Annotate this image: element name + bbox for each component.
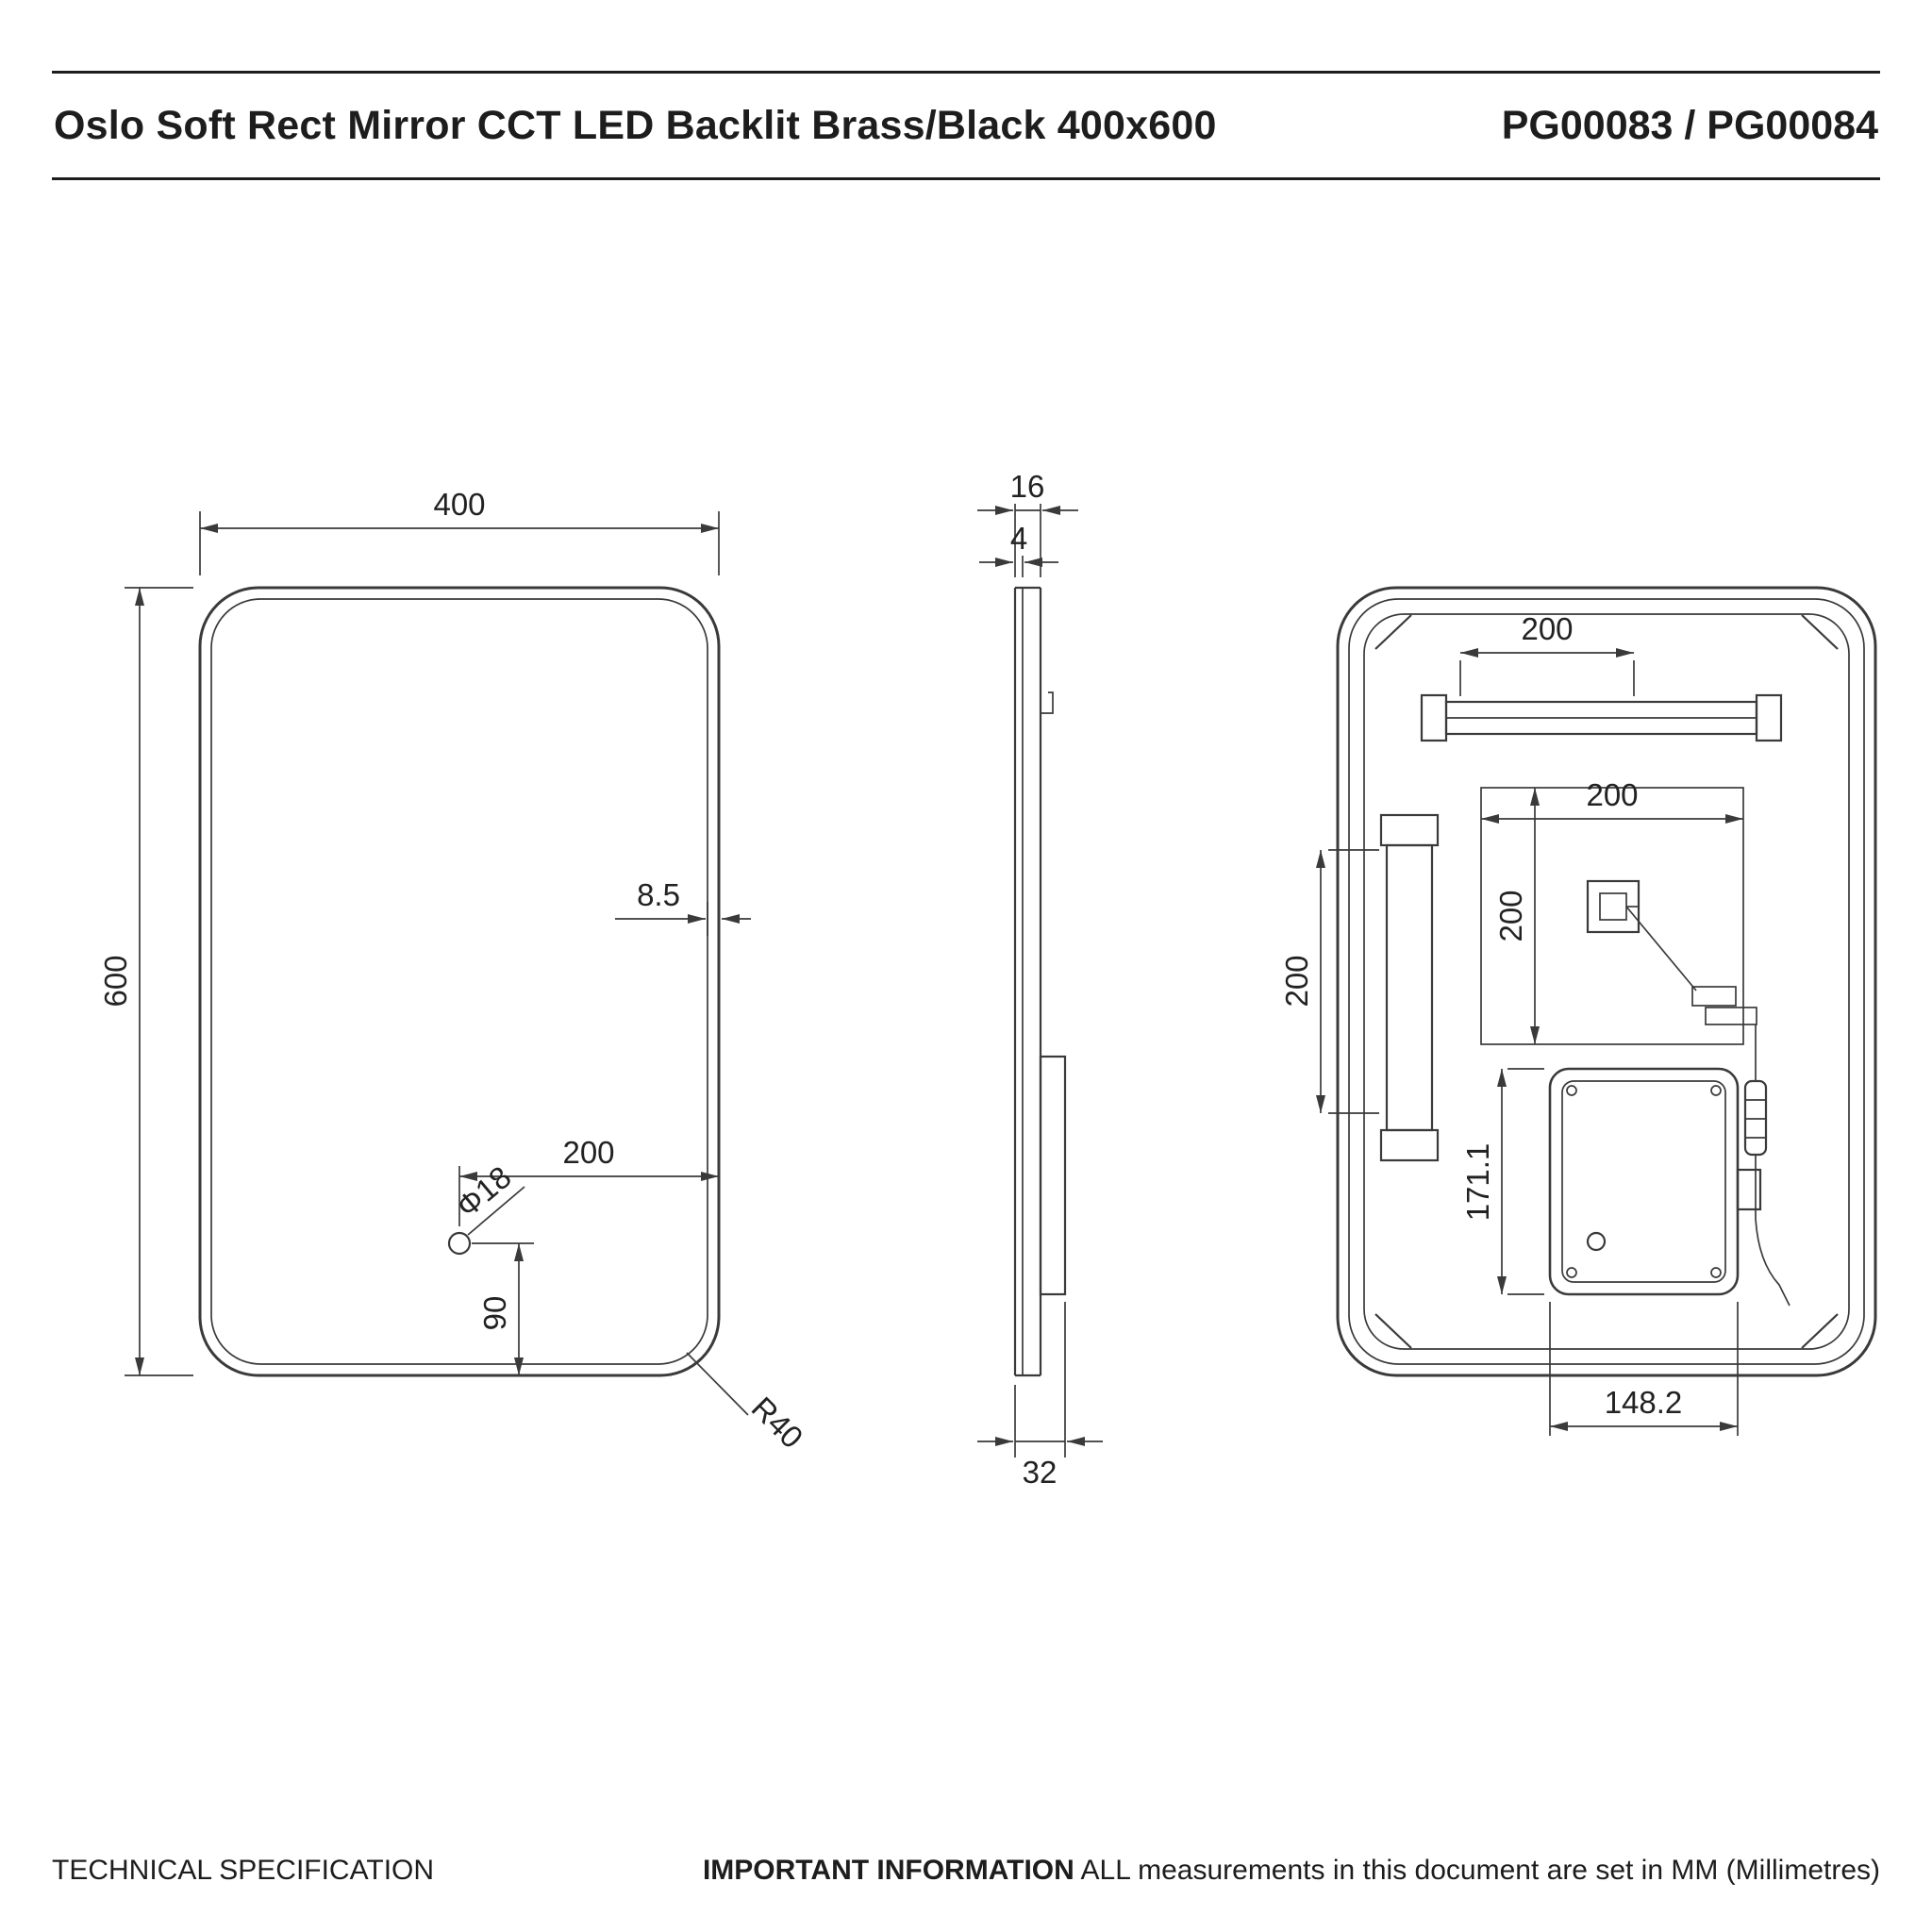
hanging-bracket bbox=[1420, 693, 1783, 742]
front-frame-depth-dimension: 8.5 bbox=[615, 877, 751, 936]
side-glass-thickness-label: 4 bbox=[1010, 521, 1027, 556]
front-view: 400 600 8.5 200 bbox=[98, 487, 810, 1455]
led-strip-bar bbox=[1379, 813, 1440, 1162]
front-height-dimension: 600 bbox=[98, 587, 193, 1376]
side-total-depth-label: 32 bbox=[1023, 1455, 1058, 1490]
sensor-diameter-callout: Φ18 bbox=[450, 1159, 525, 1236]
led-strip-dimension: 200 bbox=[1279, 849, 1379, 1114]
side-glass-thickness-dimension: 4 bbox=[979, 521, 1058, 577]
sheet-footer: TECHNICAL SPECIFICATION IMPORTANT INFORM… bbox=[52, 1855, 1880, 1887]
inline-connector bbox=[1743, 1079, 1768, 1157]
driver-width-label: 148.2 bbox=[1605, 1385, 1683, 1420]
page-title: Oslo Soft Rect Mirror CCT LED Backlit Br… bbox=[54, 102, 1217, 148]
driver-box bbox=[1548, 1067, 1740, 1296]
front-sensor-height-label: 90 bbox=[477, 1296, 512, 1331]
side-total-depth-dimension: 32 bbox=[977, 1302, 1103, 1490]
front-mirror-inner-edge bbox=[210, 598, 708, 1365]
zone-height-dimension: 200 bbox=[1493, 788, 1540, 1044]
rear-frame-return bbox=[1363, 613, 1850, 1350]
zone-width-label: 200 bbox=[1586, 777, 1638, 812]
sensor-hole bbox=[447, 1231, 472, 1256]
corner-radius-callout: R40 bbox=[686, 1352, 810, 1455]
driver-height-label: 171.1 bbox=[1460, 1143, 1495, 1222]
cable-assembly bbox=[1625, 906, 1790, 1307]
important-information-label: IMPORTANT INFORMATION bbox=[702, 1855, 1074, 1886]
rear-mirror-inner-edge bbox=[1348, 598, 1865, 1365]
sheet-header: Oslo Soft Rect Mirror CCT LED Backlit Br… bbox=[52, 71, 1880, 180]
front-mirror-outline bbox=[198, 586, 721, 1377]
important-information: IMPORTANT INFORMATION ALL measurements i… bbox=[703, 1855, 1880, 1887]
rear-view: 200 200 200 200 bbox=[1279, 586, 1877, 1436]
bracket-spacing-label: 200 bbox=[1521, 611, 1573, 646]
rear-mirror-outline bbox=[1336, 586, 1877, 1377]
driver-width-dimension: 148.2 bbox=[1549, 1302, 1739, 1436]
connection-zone bbox=[1480, 787, 1744, 1045]
important-information-text: ALL measurements in this document are se… bbox=[1080, 1855, 1881, 1886]
front-sensor-offset-label: 200 bbox=[562, 1135, 614, 1170]
side-frame-thickness-dimension: 16 bbox=[977, 469, 1078, 577]
bracket-spacing-dimension: 200 bbox=[1459, 611, 1635, 696]
zone-width-dimension: 200 bbox=[1481, 777, 1743, 824]
technical-specification-label: TECHNICAL SPECIFICATION bbox=[52, 1855, 435, 1886]
front-width-label: 400 bbox=[433, 487, 485, 522]
cable-grommet bbox=[1586, 1231, 1607, 1252]
side-hanging-bracket bbox=[1041, 691, 1054, 714]
front-height-label: 600 bbox=[98, 955, 133, 1007]
corner-clips bbox=[1374, 614, 1839, 1349]
led-strip-label: 200 bbox=[1279, 955, 1314, 1007]
zone-height-label: 200 bbox=[1493, 890, 1528, 941]
front-frame-depth-label: 8.5 bbox=[637, 877, 680, 912]
front-width-dimension: 400 bbox=[199, 487, 720, 575]
corner-radius-label: R40 bbox=[745, 1390, 810, 1455]
side-view: 16 4 32 bbox=[977, 469, 1103, 1490]
header-row: Oslo Soft Rect Mirror CCT LED Backlit Br… bbox=[52, 74, 1880, 177]
front-sensor-offset-dimension: 200 bbox=[458, 1135, 719, 1226]
front-sensor-height-dimension: 90 bbox=[472, 1242, 534, 1375]
side-frame-thickness-label: 16 bbox=[1010, 469, 1045, 504]
side-driver-box bbox=[1039, 1055, 1067, 1296]
driver-height-dimension: 171.1 bbox=[1460, 1068, 1544, 1295]
junction-box bbox=[1586, 879, 1641, 934]
product-codes: PG00083 / PG00084 bbox=[1501, 102, 1878, 148]
